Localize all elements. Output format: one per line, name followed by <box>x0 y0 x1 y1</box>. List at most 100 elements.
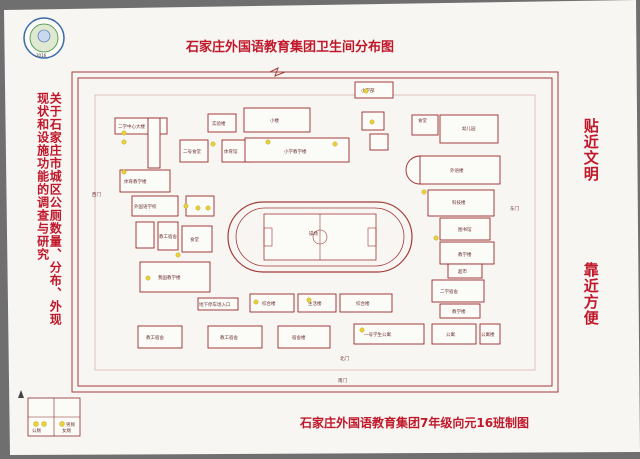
label-b31: 公寓楼 <box>481 331 495 338</box>
toilet-marker <box>306 297 312 303</box>
footer-credit: 石家庄外国语教育集团7年级向元16班制图 <box>300 416 530 430</box>
building-b12 <box>427 189 495 217</box>
building-b17 <box>181 225 213 253</box>
label-b11: 外语楼 <box>450 167 464 174</box>
building-b13 <box>439 217 491 241</box>
building-b5 <box>179 139 209 163</box>
small-building-2 <box>369 133 389 151</box>
building-b18 <box>139 261 211 293</box>
map-title: 石家庄外国语教育集团卫生间分布图 <box>186 40 395 55</box>
label-b29: 一号学生公寓 <box>364 331 391 338</box>
label-b16: 教工宿舍 <box>159 233 177 240</box>
label-b17: 食堂 <box>190 236 199 243</box>
toilet-marker <box>205 205 211 211</box>
building-b28 <box>277 325 331 349</box>
label-b7: 小学教学楼 <box>284 148 307 155</box>
label-b4: 实验楼 <box>212 120 226 127</box>
campus-outer-wall <box>71 71 559 393</box>
toilet-marker <box>421 189 427 195</box>
north-arrow-icon <box>18 390 24 398</box>
label-b25: 超市 <box>458 268 467 275</box>
building-b9 <box>411 114 439 136</box>
building-b11-wing <box>419 155 501 185</box>
label-b21: 生活楼 <box>308 300 322 307</box>
toilet-marker <box>195 205 201 211</box>
right-title-1: 贴近文明 <box>581 118 600 182</box>
track-outer <box>227 201 413 273</box>
toilet-marker <box>183 203 189 209</box>
toilet-marker <box>332 141 338 147</box>
building-b15 <box>131 195 179 217</box>
building-b3 <box>243 107 311 133</box>
label-b22: 综合楼 <box>356 300 370 307</box>
school-logo <box>23 17 65 59</box>
building-b24 <box>439 303 481 319</box>
label-b2: 二学中心大楼 <box>118 123 145 130</box>
building-b30 <box>431 323 477 345</box>
label-b28: 宿舍楼 <box>292 334 306 341</box>
label-b3: 小楼 <box>270 117 279 124</box>
label-north-gate: 北门 <box>340 355 349 362</box>
legend-label-2: 女厕 <box>62 427 71 434</box>
toilet-marker <box>121 139 127 145</box>
building-b29 <box>353 323 425 345</box>
track-inner <box>235 207 405 267</box>
label-b26: 教工宿舍 <box>146 334 164 341</box>
building-b1 <box>354 81 394 99</box>
building-b20 <box>249 293 295 313</box>
left-title: 关于石家庄市城区公厕数量、分布、外现现状和设施功能的调查与研究 <box>35 92 63 326</box>
legend-label-1: 男厕 <box>66 422 75 428</box>
building-b10 <box>439 114 499 144</box>
toilet-marker <box>121 130 127 136</box>
building-b8 <box>119 169 171 193</box>
legend: 男厕 女厕 公厕 <box>18 390 81 437</box>
toilet-marker <box>363 88 369 94</box>
label-b24: 教学楼 <box>452 308 466 315</box>
legend-label-3: 公厕 <box>32 428 41 434</box>
label-b30: 公寓 <box>446 331 455 338</box>
toilet-markers <box>121 88 439 333</box>
label-b10: 幼儿园 <box>462 125 476 132</box>
field-label: 操场 <box>309 230 318 237</box>
label-east-gate: 东门 <box>510 205 519 212</box>
building-b7 <box>244 137 350 163</box>
label-b5: 二号食堂 <box>183 148 201 155</box>
building-b22 <box>339 293 393 313</box>
label-south-gate: 南门 <box>338 377 347 384</box>
wall-break <box>269 66 286 77</box>
toilet-marker <box>145 275 151 281</box>
label-b20: 综合楼 <box>262 300 276 307</box>
building-b4 <box>207 113 237 133</box>
toilet-marker <box>433 235 439 241</box>
label-b9: 食堂 <box>418 117 427 124</box>
toilet-marker <box>121 169 127 175</box>
toilet-marker <box>359 327 365 333</box>
label-b15: 外国语学校 <box>134 203 157 210</box>
label-b18: 我国教学楼 <box>158 274 181 281</box>
label-b6: 体育馆 <box>224 148 238 155</box>
toilet-marker <box>210 141 216 147</box>
toilet-marker <box>175 252 181 258</box>
label-b14: 教学楼 <box>458 251 472 258</box>
label-west-gate: 西门 <box>92 191 101 198</box>
right-title-2: 靠近方便 <box>581 262 600 326</box>
building-b25 <box>447 263 483 279</box>
building-b23 <box>431 279 485 303</box>
building-b26 <box>137 325 183 349</box>
toilet-marker <box>265 139 271 145</box>
building-b19 <box>197 297 239 311</box>
toilet-marker <box>253 299 259 305</box>
label-b27: 教工宿舍 <box>220 334 238 341</box>
campus-inner-wall <box>77 77 553 387</box>
small-building-4 <box>135 221 155 249</box>
inner-road <box>94 94 536 371</box>
building-b27 <box>207 325 263 349</box>
label-b23: 二学宿舍 <box>440 288 458 295</box>
building-b2-wing <box>147 117 161 169</box>
label-b19: 地下停车场入口 <box>199 301 231 308</box>
building-b31 <box>479 323 501 345</box>
label-b8: 体育教学楼 <box>124 178 147 185</box>
buildings: 小学部 二学中心大楼 小楼 实验楼 二号食堂 体育馆 小学教学楼 体育教学楼 食… <box>92 81 519 384</box>
